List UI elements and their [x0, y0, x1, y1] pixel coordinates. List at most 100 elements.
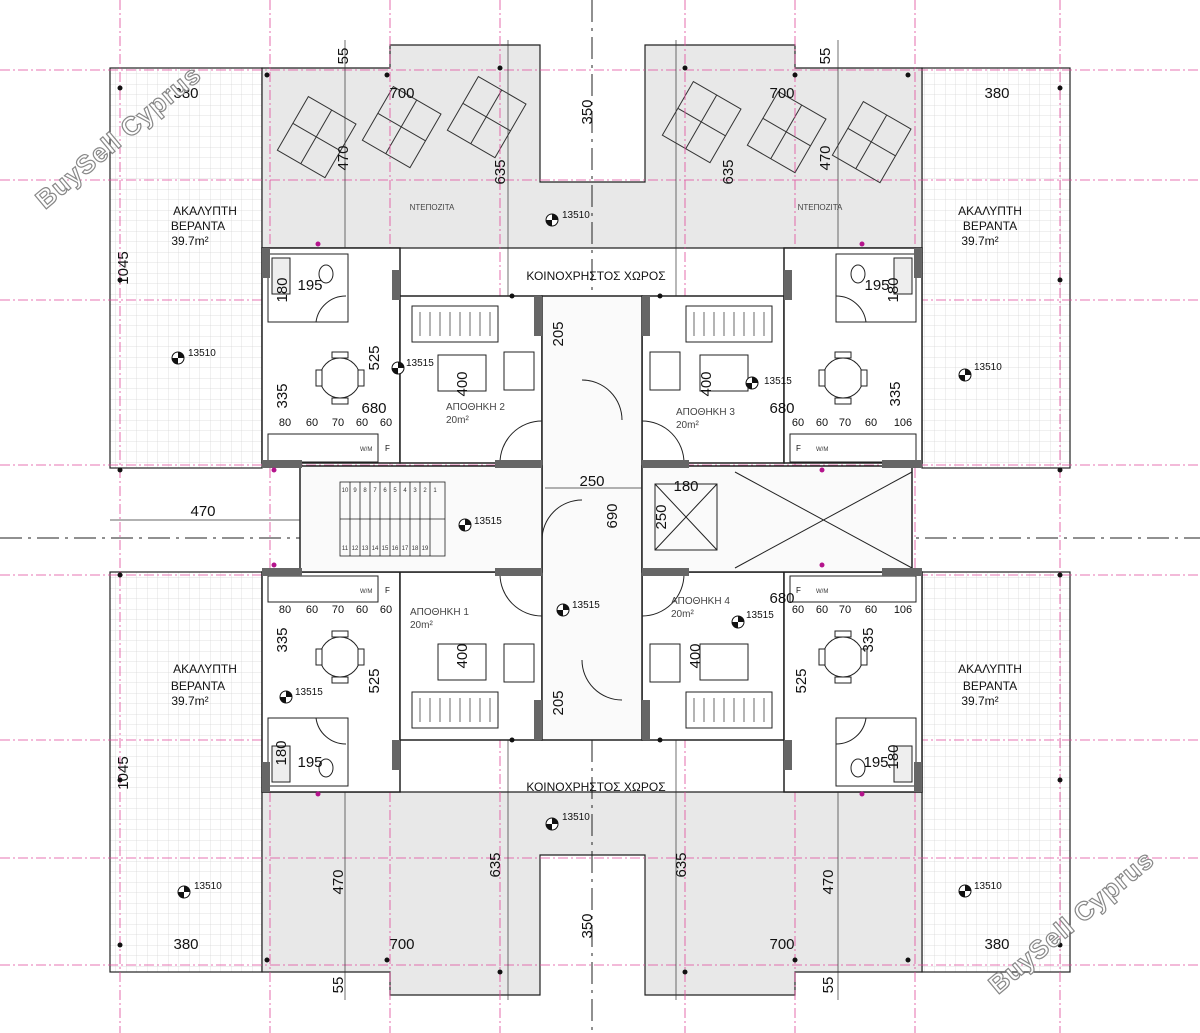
veranda-bottom-left: [109, 571, 263, 973]
level-bottom-left-veranda: 13510: [194, 881, 222, 892]
svg-text:60: 60: [816, 417, 828, 429]
storage-3-area: 20m²: [676, 420, 699, 431]
svg-text:106: 106: [894, 417, 912, 429]
veranda-bottom-right: [921, 571, 1071, 973]
level-stair: 13515: [474, 516, 502, 527]
kitchen-counters: [267, 433, 917, 603]
dim-525-tl: 525: [366, 345, 383, 370]
stair-step-number: 7: [373, 488, 377, 494]
veranda-area-br: 39.7m²: [961, 694, 998, 708]
dim-525-br: 525: [793, 668, 810, 693]
dim-525-bl: 525: [366, 668, 383, 693]
svg-text:60: 60: [865, 417, 877, 429]
svg-text:80: 80: [279, 604, 291, 616]
stair-step-number: 9: [353, 488, 357, 494]
dim-195-tl: 195: [297, 277, 322, 294]
doors: [499, 379, 685, 701]
svg-text:60: 60: [792, 417, 804, 429]
dim-400-br: 400: [687, 643, 704, 668]
dim-635-tr: 635: [720, 159, 737, 184]
svg-text:F: F: [385, 444, 390, 453]
dim-380-bl: 380: [173, 936, 198, 953]
dim-180-tr: 180: [885, 277, 902, 302]
dim-635-bl: 635: [487, 852, 504, 877]
dim-180-br: 180: [885, 744, 902, 769]
wall-piers: [262, 248, 922, 792]
veranda-label-br-2: ΒΕΡΑΝΤΑ: [963, 679, 1017, 693]
level-apt2: 13515: [406, 358, 434, 369]
svg-text:60: 60: [380, 604, 392, 616]
stair-step-number: 3: [413, 488, 417, 494]
dim-205-top: 205: [550, 321, 567, 346]
stair-step-number: 15: [382, 546, 389, 552]
dim-1045-top: 1045: [115, 251, 132, 284]
stair-step-number: 1: [433, 488, 437, 494]
bathrooms: [267, 253, 917, 787]
dim-180-lift: 180: [673, 478, 698, 495]
dining-tables: [315, 351, 868, 684]
level-top-left-veranda: 13510: [188, 348, 216, 359]
dim-470-bl: 470: [330, 869, 347, 894]
solar-panels-left: [276, 75, 527, 179]
storage-4-area: 20m²: [671, 609, 694, 620]
dim-700-tl: 700: [389, 85, 414, 102]
svg-text:F: F: [385, 586, 390, 595]
veranda-top-right: [921, 67, 1071, 469]
dim-250-v: 250: [653, 504, 670, 529]
dim-250-h: 250: [579, 473, 604, 490]
common-area-top-label: ΚΟΙΝΟΧΡΗΣΤΟΣ ΧΩΡΟΣ: [526, 269, 665, 283]
svg-text:70: 70: [839, 604, 851, 616]
dim-700-bl: 700: [389, 936, 414, 953]
dim-55-tl: 55: [335, 48, 352, 65]
veranda-label-bl-1: ΑΚΑΛΥΠΤΗ: [173, 662, 237, 676]
level-bottom-right-veranda: 13510: [974, 881, 1002, 892]
level-apt3: 13515: [764, 376, 792, 387]
stair-step-number: 14: [372, 546, 379, 552]
dim-690: 690: [604, 503, 621, 528]
storage-1-area: 20m²: [410, 620, 433, 631]
dim-470-tr: 470: [817, 145, 834, 170]
dim-680-tr: 680: [769, 400, 794, 417]
storage-3-label: ΑΠΟΘΗΚΗ 3: [676, 407, 735, 418]
stair-step-number: 2: [423, 488, 427, 494]
svg-text:60: 60: [380, 417, 392, 429]
level-corridor: 13515: [572, 600, 600, 611]
dim-380-br: 380: [984, 936, 1009, 953]
dim-55-bl: 55: [330, 977, 347, 994]
dim-680-tl: 680: [361, 400, 386, 417]
svg-text:W/M: W/M: [816, 589, 828, 595]
lift: [654, 471, 913, 569]
svg-text:60: 60: [356, 604, 368, 616]
veranda-area-bl: 39.7m²: [171, 694, 208, 708]
level-top-center: 13510: [562, 210, 590, 221]
svg-text:60: 60: [306, 604, 318, 616]
dim-400-tl: 400: [454, 371, 471, 396]
svg-text:70: 70: [839, 417, 851, 429]
magenta-dots: [271, 241, 865, 797]
dim-195-bl: 195: [297, 754, 322, 771]
veranda-area-tl: 39.7m²: [171, 234, 208, 248]
veranda-label-tr-1: ΑΚΑΛΥΠΤΗ: [958, 204, 1022, 218]
dim-470-tl: 470: [335, 145, 352, 170]
level-bottom-center: 13510: [562, 812, 590, 823]
level-marker-fill: [172, 214, 971, 898]
stair-step-number: 18: [412, 546, 419, 552]
svg-text:60: 60: [792, 604, 804, 616]
dim-400-bl: 400: [454, 643, 471, 668]
svg-text:F: F: [796, 586, 801, 595]
kitchen-dims: 80 60 70 60 60 60 60 70 60 106 80 60 70 …: [279, 417, 912, 616]
dimension-lines: [110, 40, 839, 1000]
dim-180-tl: 180: [274, 277, 291, 302]
level-apt4: 13515: [746, 610, 774, 621]
level-top-right-veranda: 13510: [974, 362, 1002, 373]
dim-55-tr: 55: [817, 48, 834, 65]
dim-635-br: 635: [673, 852, 690, 877]
column-dots: [117, 65, 1063, 975]
stair-step-number: 12: [352, 546, 359, 552]
stair-step-number: 16: [392, 546, 399, 552]
dim-350-top: 350: [579, 99, 596, 124]
dim-470-br: 470: [820, 869, 837, 894]
